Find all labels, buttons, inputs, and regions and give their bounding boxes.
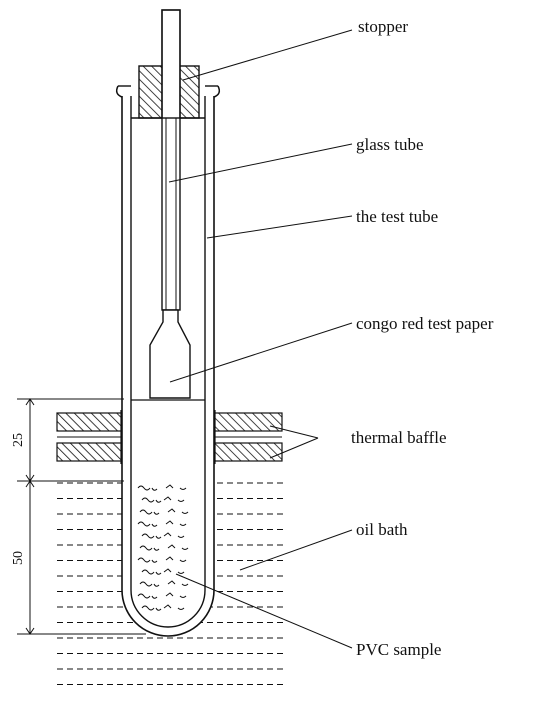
- pvc-squiggle: [155, 607, 162, 611]
- pvc-squiggle: [141, 605, 155, 611]
- pvc-squiggle: [141, 533, 155, 539]
- glass-tube-shape: [161, 9, 181, 311]
- dimension-25-label: 25: [11, 433, 26, 447]
- pvc-squiggle: [163, 532, 172, 537]
- pvc-squiggle: [137, 593, 151, 599]
- dimension-lines: [17, 398, 146, 635]
- pvc-squiggle: [153, 583, 160, 587]
- pvc-squiggle: [179, 595, 187, 598]
- label-stopper: stopper: [358, 17, 408, 36]
- pvc-squiggle: [137, 521, 151, 527]
- pvc-squiggle: [139, 545, 153, 551]
- pvc-squiggle: [165, 520, 174, 525]
- pvc-squiggle: [165, 556, 174, 561]
- pvc-squiggle: [137, 557, 151, 563]
- pvc-squiggle: [139, 509, 153, 515]
- pvc-squiggle: [177, 535, 185, 538]
- baffle-edges: [120, 410, 216, 464]
- pvc-squiggle: [153, 511, 160, 515]
- pvc-squiggle: [151, 487, 158, 491]
- test-paper-shape: [149, 309, 191, 399]
- pvc-squiggle: [155, 535, 162, 539]
- pvc-squiggle: [167, 544, 176, 549]
- pvc-squiggle: [151, 523, 158, 527]
- dimension-50-label: 50: [11, 551, 26, 565]
- pvc-squiggle: [177, 607, 185, 610]
- label-pvc-sample: PVC sample: [356, 640, 441, 659]
- pvc-squiggle: [163, 604, 172, 609]
- label-test-tube: the test tube: [356, 207, 438, 226]
- pvc-squiggle: [179, 559, 187, 562]
- pvc-squiggle: [181, 547, 189, 550]
- pvc-squiggle: [167, 508, 176, 513]
- pvc-squiggle: [153, 547, 160, 551]
- pvc-squiggle: [167, 580, 176, 585]
- label-oil-bath: oil bath: [356, 520, 408, 539]
- pvc-squiggle: [163, 568, 172, 573]
- label-glass-tube: glass tube: [356, 135, 424, 154]
- pvc-squiggle: [155, 499, 162, 503]
- pvc-squiggle: [137, 485, 151, 491]
- pvc-sample-squiggles: [137, 484, 189, 611]
- pvc-squiggle: [141, 569, 155, 575]
- pvc-squiggle: [177, 571, 185, 574]
- pvc-squiggle: [181, 583, 189, 586]
- pvc-squiggle: [155, 571, 162, 575]
- label-thermal-baffle: thermal baffle: [351, 428, 447, 447]
- pvc-squiggle: [141, 497, 155, 503]
- label-congo-red-test-paper: congo red test paper: [356, 314, 494, 333]
- pvc-squiggle: [179, 523, 187, 526]
- pvc-squiggle: [179, 487, 187, 490]
- leader-lines: [168, 29, 353, 649]
- pvc-squiggle: [139, 581, 153, 587]
- pvc-squiggle: [151, 595, 158, 599]
- pvc-squiggle: [165, 484, 174, 489]
- pvc-squiggle: [163, 496, 172, 501]
- pvc-squiggle: [165, 592, 174, 597]
- pvc-squiggle: [151, 559, 158, 563]
- pvc-squiggle: [177, 499, 185, 502]
- pvc-squiggle: [181, 511, 189, 514]
